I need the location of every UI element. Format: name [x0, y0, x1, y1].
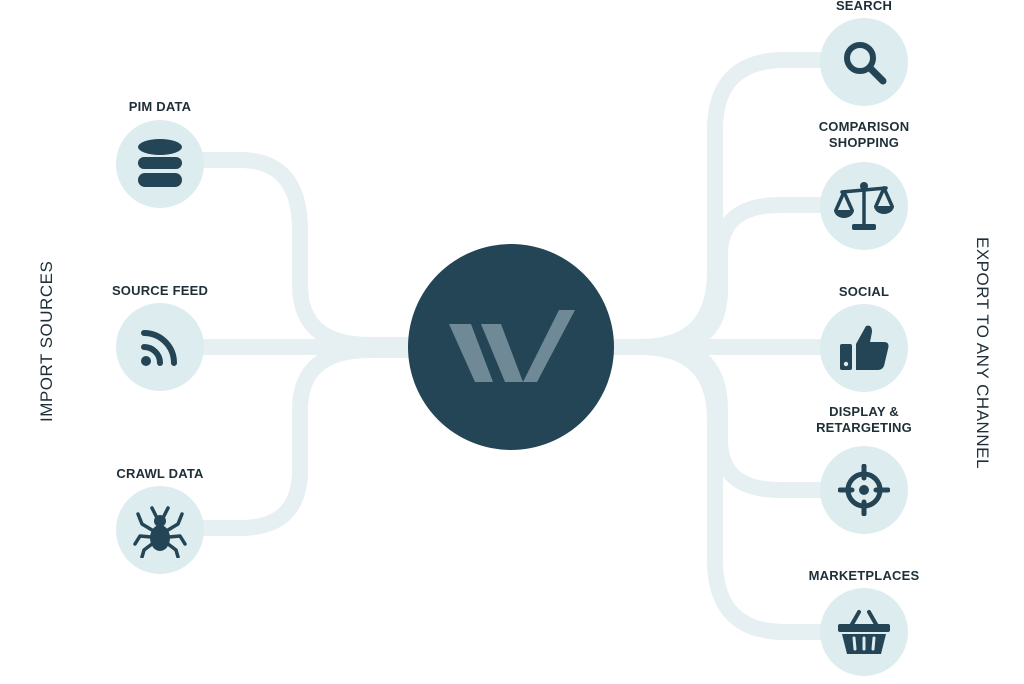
hub-logo-circle — [408, 244, 614, 450]
database-icon — [138, 139, 182, 187]
rss-feed-icon — [141, 330, 177, 366]
source-label-pim-data: PIM DATA — [128, 99, 192, 114]
connector-crawl-data — [152, 342, 518, 536]
channel-label-marketplaces: MARKETPLACES — [808, 568, 920, 583]
source-node-source-feed[interactable] — [116, 303, 204, 391]
source-node-pim-data[interactable] — [116, 120, 204, 208]
channel-node-marketplaces[interactable] — [820, 588, 908, 676]
source-node-crawl-data[interactable] — [116, 486, 204, 574]
channel-node-display-retargeting[interactable] — [820, 446, 908, 534]
shopping-basket-icon — [838, 610, 890, 654]
source-label-crawl-data: CRAWL DATA — [116, 466, 204, 481]
balance-scale-icon — [834, 182, 894, 230]
spider-icon — [133, 506, 187, 558]
connector-marketplaces — [504, 339, 873, 640]
crosshair-target-icon — [838, 464, 890, 516]
magnifier-icon — [844, 42, 887, 85]
thumbs-up-icon — [840, 325, 889, 370]
channel-label-social: SOCIAL — [838, 284, 890, 299]
channel-label-search: SEARCH — [835, 0, 893, 13]
import-sources-heading: IMPORT SOURCES — [37, 260, 56, 422]
channel-node-search[interactable] — [820, 18, 908, 106]
channel-label-comparison-shopping: COMPARISON SHOPPING — [818, 119, 910, 150]
channel-node-social[interactable] — [820, 304, 908, 392]
export-channels-heading: EXPORT TO ANY CHANNEL — [973, 237, 992, 469]
w-logo-icon — [449, 310, 575, 382]
channel-label-display-retargeting: DISPLAY & RETARGETING — [816, 404, 912, 435]
source-label-source-feed: SOURCE FEED — [111, 283, 209, 298]
channel-node-comparison-shopping[interactable] — [820, 162, 908, 250]
